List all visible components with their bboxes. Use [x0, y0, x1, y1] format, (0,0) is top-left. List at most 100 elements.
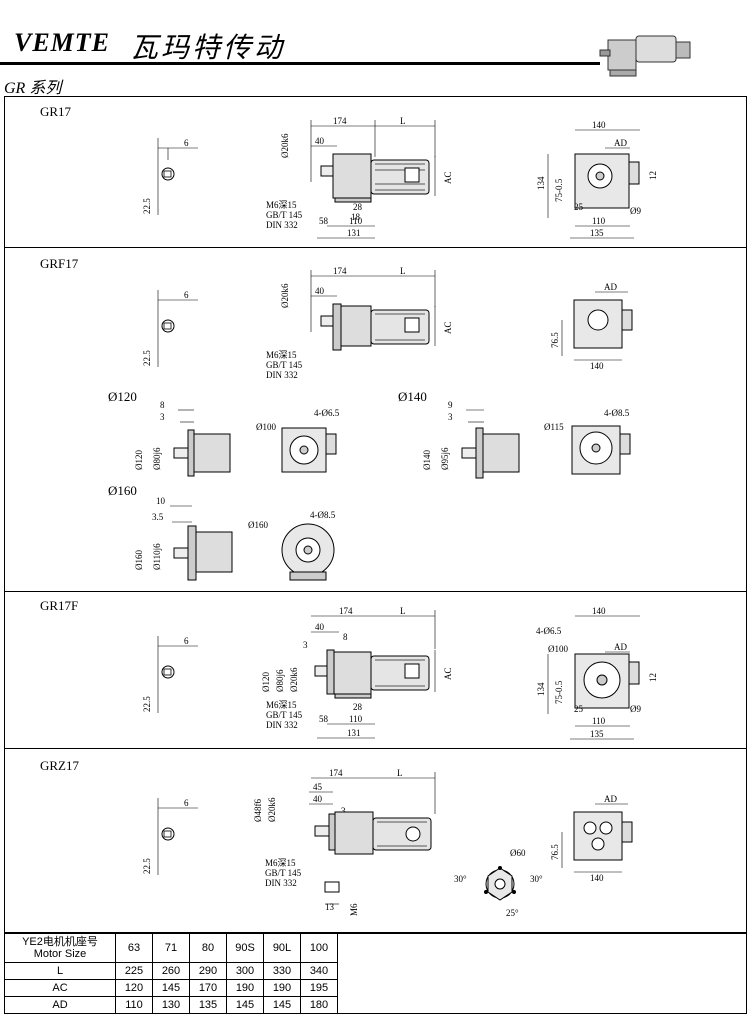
dim-label: 22.5 — [142, 350, 152, 366]
table-cell: 300 — [226, 962, 264, 980]
dim-label: 22.5 — [142, 198, 152, 214]
dim-label: 131 — [347, 228, 361, 238]
dim-label: 4-Ø8.5 — [310, 510, 336, 520]
section-title-gr17: GR17 — [40, 104, 72, 119]
dim-label: 9 — [448, 400, 453, 410]
dim-label: 76.5 — [550, 332, 560, 348]
dim-label: 6 — [184, 636, 189, 646]
dim-label: 8 — [160, 400, 165, 410]
table-header-en: Motor Size — [33, 948, 87, 960]
dim-label: 8 — [343, 632, 348, 642]
table-cell: 120 — [115, 979, 153, 997]
dim-label: 4-Ø6.5 — [314, 408, 340, 418]
table-cell: 145 — [263, 996, 301, 1014]
table-cell: 145 — [152, 979, 190, 997]
section-divider — [4, 748, 747, 749]
dim-label: 76.5 — [550, 844, 560, 860]
dim-label: 110 — [349, 714, 363, 724]
dim-label: 75-0.5 — [554, 680, 564, 704]
table-cell: 100 — [300, 933, 338, 963]
dim-label: 3 — [303, 640, 308, 650]
dim-label: 58 — [319, 216, 329, 226]
dim-label: 110 — [592, 716, 606, 726]
dim-label: M6深15 — [265, 858, 296, 868]
dim-label: 4-Ø8.5 — [604, 408, 630, 418]
dim-label: L — [400, 606, 406, 616]
shaft-key-detail-drawing: 6 22.5 — [142, 290, 198, 367]
table-cell: 80 — [189, 933, 227, 963]
dim-label: AC — [443, 171, 453, 184]
dim-label: Ø110j6 — [152, 543, 162, 570]
dim-label: 134 — [536, 682, 546, 696]
header-rule — [0, 62, 600, 65]
dim-label: 140 — [592, 606, 606, 616]
flange-label-140: Ø140 — [398, 389, 427, 404]
series-label: GR 系列 — [4, 80, 62, 97]
dim-label: Ø48f6 — [253, 799, 263, 822]
dim-label: 30° — [530, 874, 543, 884]
dim-label: DIN 332 — [266, 220, 298, 230]
dim-label: AC — [443, 667, 453, 680]
dim-label: 40 — [315, 286, 325, 296]
section-title-grz17: GRZ17 — [40, 758, 79, 773]
dim-label: 3 — [160, 412, 165, 422]
dim-label: 174 — [333, 116, 347, 126]
dim-label: 6 — [184, 798, 189, 808]
table-blank-area — [337, 933, 747, 1014]
brand-name-en: VEMTE — [14, 28, 111, 57]
table-cell: 190 — [226, 979, 264, 997]
dim-label: L — [400, 116, 406, 126]
dim-label: 3 — [448, 412, 453, 422]
dim-label: GB/T 145 — [265, 868, 302, 878]
grf17-side-view-drawing: 174 L 40 Ø20k6 AC M6深15 GB/T 145 DIN 332 — [266, 266, 453, 380]
dim-label: Ø115 — [544, 422, 564, 432]
table-cell: 225 — [115, 962, 153, 980]
table-cell: 330 — [263, 962, 301, 980]
dim-label: 30° — [454, 874, 467, 884]
dim-label: DIN 332 — [266, 370, 298, 380]
dim-label: 18 — [351, 212, 361, 222]
shaft-key-detail-drawing: 6 22.5 — [142, 636, 198, 713]
dim-label: Ø100 — [256, 422, 276, 432]
dim-label: M6深15 — [266, 200, 297, 210]
dim-label: 131 — [347, 728, 361, 738]
dim-label: Ø80j6 — [152, 447, 162, 470]
table-cell: 170 — [189, 979, 227, 997]
dim-label: 4-Ø6.5 — [536, 626, 562, 636]
dim-label: 135 — [590, 228, 604, 238]
table-cell: 71 — [152, 933, 190, 963]
dim-label: 28 — [353, 702, 363, 712]
dim-label: M6深15 — [266, 700, 297, 710]
section-title-gr17f: GR17F — [40, 598, 79, 613]
dim-label: 22.5 — [142, 696, 152, 712]
grf17-front-view-drawing: AD 76.5 140 — [550, 282, 633, 371]
table-row: AC 120 145 170 190 190 195 — [4, 979, 747, 997]
dim-label: 140 — [590, 361, 604, 371]
table-cell: 190 — [263, 979, 301, 997]
grz17-front-view-drawing: AD 76.5 140 — [550, 794, 633, 883]
table-cell: 90S — [226, 933, 264, 963]
dim-label: 140 — [590, 873, 604, 883]
dim-label: Ø160 — [248, 520, 268, 530]
dim-label: 40 — [315, 622, 325, 632]
dim-label: 3.5 — [152, 512, 164, 522]
dim-label: Ø100 — [548, 644, 568, 654]
flange-label-120: Ø120 — [108, 389, 137, 404]
table-row: AD 110 130 135 145 145 180 — [4, 996, 747, 1014]
table-row-label: AD — [4, 996, 116, 1014]
gr17f-front-view-drawing: 140 4-Ø6.5 Ø100 AD 134 75-0.5 12 25 Ø9 1… — [536, 606, 658, 740]
dim-label: 22.5 — [142, 858, 152, 874]
dim-label: L — [400, 266, 406, 276]
dim-label: Ø20k6 — [267, 797, 277, 822]
table-cell: 90L — [263, 933, 301, 963]
dim-label: AC — [443, 321, 453, 334]
dim-label: 174 — [339, 606, 353, 616]
brand-name-cn: 瓦玛特传动 — [130, 31, 286, 64]
dim-label: 25° — [506, 908, 519, 918]
table-header-cn: YE2电机机座号 — [22, 936, 98, 948]
dim-label: 135 — [590, 729, 604, 739]
table-cell: 180 — [300, 996, 338, 1014]
dim-label: Ø95j6 — [440, 447, 450, 470]
dim-label: Ø20k6 — [280, 133, 290, 158]
dim-label: 6 — [184, 290, 189, 300]
